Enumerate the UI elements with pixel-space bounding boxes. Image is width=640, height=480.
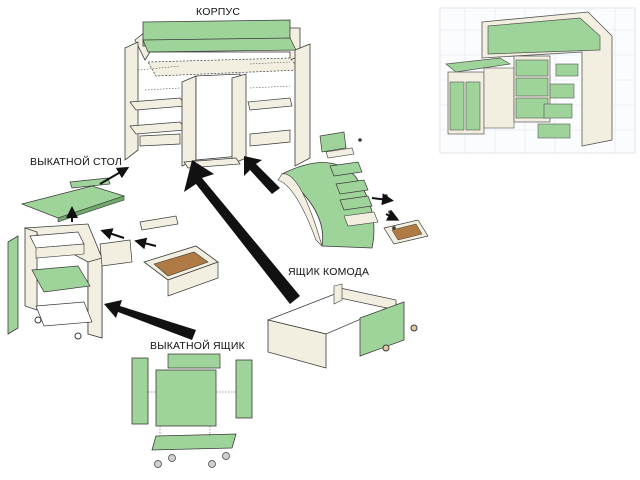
wheel-icon xyxy=(208,460,216,468)
label-dresser-drawer: ЯЩИК КОМОДА xyxy=(288,266,370,278)
label-pullout-box: ВЫКАТНОЙ ЯЩИК xyxy=(150,340,245,352)
assembled-preview xyxy=(439,7,636,154)
wheel-icon xyxy=(154,460,162,468)
dresser-drawer-assembly xyxy=(266,283,418,369)
arrow-icon xyxy=(99,166,130,185)
arrow-icon xyxy=(100,228,125,240)
arrow-icon xyxy=(371,193,394,206)
screw-icon xyxy=(388,210,392,214)
label-pullout-desk: ВЫКАТНОЙ СТОЛ xyxy=(30,156,122,168)
wheel-icon xyxy=(222,452,230,460)
arrow-icon xyxy=(385,209,400,221)
screw-icon xyxy=(382,344,390,352)
wheel-icon xyxy=(168,454,176,462)
pullout-desk-assembly xyxy=(7,177,219,340)
screw-icon xyxy=(392,226,396,230)
screw-icon xyxy=(410,324,418,332)
label-body: КОРПУС xyxy=(196,6,241,18)
wheel-icon xyxy=(34,316,42,324)
wheel-icon xyxy=(74,332,82,340)
stair-block xyxy=(277,131,429,249)
body-assembly xyxy=(124,19,311,169)
screw-icon xyxy=(384,194,388,198)
arrow-icon xyxy=(104,156,300,340)
arrow-icon xyxy=(134,237,157,250)
screw-icon xyxy=(358,138,362,142)
pullout-box-assembly xyxy=(131,353,253,468)
